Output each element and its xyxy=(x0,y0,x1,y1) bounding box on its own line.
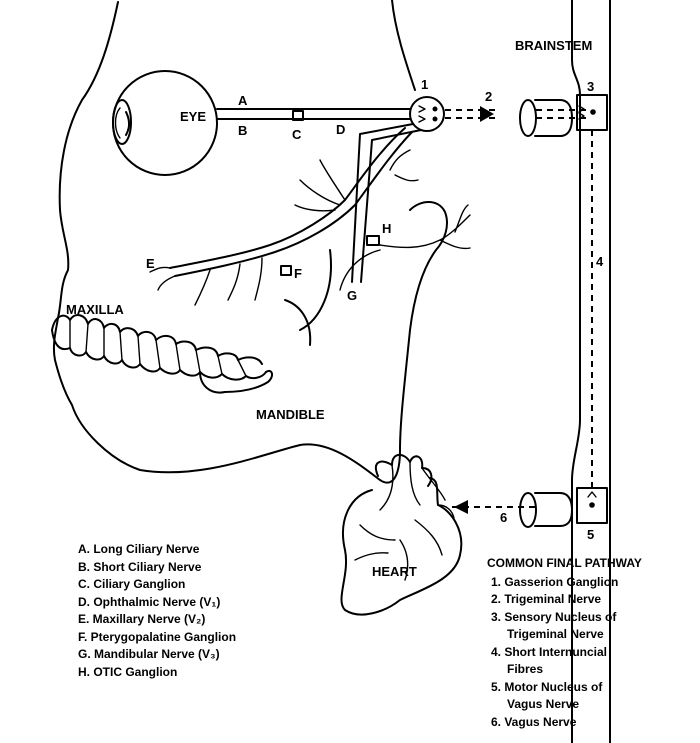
heart-label: HEART xyxy=(372,564,417,579)
pathway-item: 2. Trigeminal Nerve xyxy=(491,592,602,606)
pathway-item-continued: Trigeminal Nerve xyxy=(507,627,604,641)
dashed-pathways xyxy=(445,106,593,514)
label-5: 5 xyxy=(587,527,594,542)
label-h: H xyxy=(382,221,391,236)
pathway-legend-title: COMMON FINAL PATHWAY xyxy=(487,556,642,570)
label-e: E xyxy=(146,256,155,271)
eye-globe xyxy=(112,70,218,176)
pathway-item-continued: Fibres xyxy=(507,662,544,676)
pathway-legend: COMMON FINAL PATHWAY 1. Gasserion Gangli… xyxy=(487,555,642,731)
sensory-nucleus-box xyxy=(576,94,608,131)
label-4: 4 xyxy=(596,254,604,269)
ciliary-nerves xyxy=(216,108,411,121)
legend-item: E. Maxillary Nerve (V₂) xyxy=(78,612,206,626)
ciliary-ganglion-box xyxy=(292,110,304,121)
legend-item: H. OTIC Ganglion xyxy=(78,664,178,679)
nerve-legend: A. Long Ciliary Nerve B. Short Ciliary N… xyxy=(78,541,236,681)
label-3: 3 xyxy=(587,79,594,94)
pterygopalatine-ganglion-box xyxy=(280,265,292,276)
label-a: A xyxy=(238,93,248,108)
label-6: 6 xyxy=(500,510,507,525)
brainstem xyxy=(519,0,611,743)
pathway-item-continued: Vagus Nerve xyxy=(507,697,580,711)
label-g: G xyxy=(347,288,357,303)
legend-item: D. Ophthalmic Nerve (V₁) xyxy=(78,594,221,609)
legend-item: A. Long Ciliary Nerve xyxy=(78,542,200,556)
mandible-label: MANDIBLE xyxy=(256,407,325,422)
legend-item: G. Mandibular Nerve (V₃) xyxy=(78,647,220,661)
label-f: F xyxy=(294,266,302,281)
label-c: C xyxy=(292,127,302,142)
pathway-item: 4. Short Internuncial xyxy=(491,644,608,659)
eye-label: EYE xyxy=(180,109,206,124)
label-2: 2 xyxy=(485,89,492,104)
legend-item: F. Pterygopalatine Ganglion xyxy=(78,629,237,644)
skull-outline xyxy=(52,0,448,484)
legend-item: B. Short Ciliary Nerve xyxy=(78,559,202,574)
gasserian-ganglion xyxy=(409,96,445,132)
label-b: B xyxy=(238,123,247,138)
label-1: 1 xyxy=(421,77,428,92)
brainstem-label: BRAINSTEM xyxy=(515,38,592,53)
trigeminal-divisions xyxy=(149,123,471,306)
motor-nucleus-box xyxy=(576,487,608,524)
pathway-item: 1. Gasserion Ganglion xyxy=(491,574,619,589)
maxilla-label: MAXILLA xyxy=(66,302,124,317)
heart-illustration xyxy=(340,453,463,616)
pathway-item: 3. Sensory Nucleus of xyxy=(491,609,617,624)
label-d: D xyxy=(336,122,345,137)
pathway-item: 5. Motor Nucleus of xyxy=(491,679,603,694)
otic-ganglion-box xyxy=(366,235,380,246)
pathway-item: 6. Vagus Nerve xyxy=(491,714,577,729)
legend-item: C. Ciliary Ganglion xyxy=(78,577,186,591)
teeth xyxy=(51,314,274,394)
